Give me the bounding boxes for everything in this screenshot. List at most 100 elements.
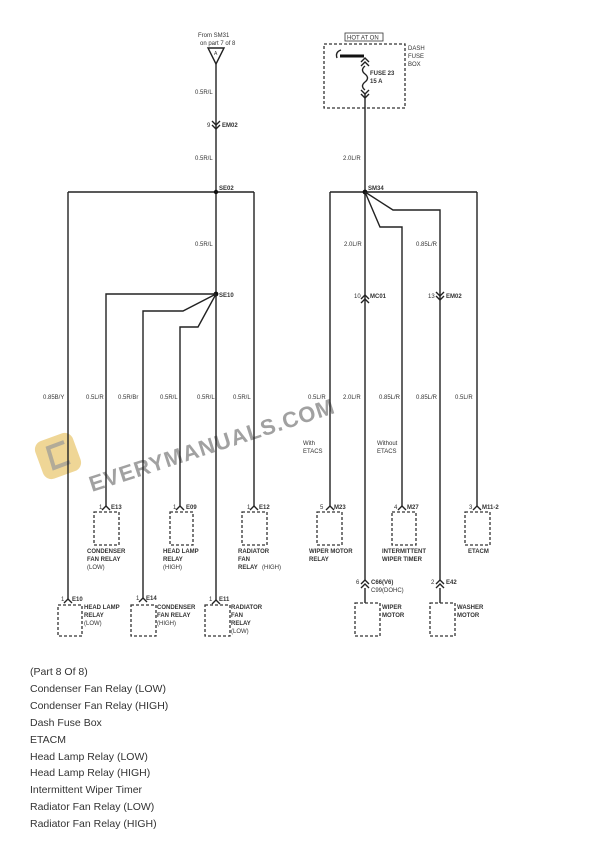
diagram-label: 0.85B/Y [43,395,64,401]
diagram-label: 2.0L/R [343,156,361,162]
wire [175,505,185,511]
hot-at-on-label: HOT AT ON [347,36,379,42]
diagram-label: WIPER [382,605,402,611]
splice-dot [213,189,219,195]
diagram-element [464,511,491,546]
diagram-label: 2 [431,580,435,586]
caption-list: (Part 8 Of 8) Condenser Fan Relay (LOW) … [30,664,168,833]
caption-item: Condenser Fan Relay (LOW) [30,682,166,695]
diagram-label: FUSE [408,54,424,60]
diagram-label: 1 [247,505,251,511]
wire [329,191,478,506]
diagram-element [391,511,417,546]
caption-item: ETACM [30,733,66,746]
diagram-label: 0.5R/L [160,395,178,401]
diagram-label: E14 [146,596,157,602]
right-circuit: HOT AT ON DASH FUSE BOX FUSE 23 15 A 2.0… [303,32,499,637]
diagram-label: CONDENSER [87,549,126,555]
diagram-label: HEAD LAMP [84,605,120,611]
diagram-element [204,604,231,637]
diagram-label: ETACS [377,449,397,455]
diagram-label: 15 A [370,79,383,85]
diagram-label: SE10 [219,293,234,299]
diagram-label: 10 [354,294,361,300]
connector-icon [435,291,445,301]
diagram-label: 0.5R/L [233,395,251,401]
diagram-label: FUSE 23 [370,71,395,77]
caption-item: Head Lamp Relay (HIGH) [30,767,151,780]
wire [325,505,335,511]
diagram-label: MC01 [370,294,387,300]
diagram-label: 9 [207,123,211,129]
diagram-label: WIPER MOTOR [309,549,353,555]
radiator-fan-relay-high: 1 E12 RADIATOR FAN RELAY (HIGH) [238,505,281,571]
diagram-label: 3 [469,505,473,511]
etacm: 3 M11-2 ETACM [464,505,499,555]
diagram-label: 1 [61,597,65,603]
diagram-label: 0.5L/R [455,395,473,401]
diagram-label: 6 [356,580,360,586]
wire [63,598,73,604]
wire [364,191,441,580]
wire [249,505,259,511]
diagram-element [241,511,268,546]
diagram-label: (LOW) [87,565,105,571]
connector-label: EM02 [222,123,238,129]
diagram-element [169,511,194,546]
diagram-label: RELAY [163,557,183,563]
diagram-label: 0.85L/R [379,395,401,401]
diagram-label: 2.0L/R [344,242,362,248]
watermark: EVERYMANUALS.COM [34,393,338,497]
connector-icon [360,294,370,304]
wiper-motor-relay: 5 M23 WIPER MOTOR RELAY [309,505,353,563]
diagram-label: 1 [209,597,213,603]
diagram-label: INTERMITTENT [382,549,426,555]
caption-item: Head Lamp Relay (LOW) [30,750,148,763]
diagram-label: RELAY [309,557,329,563]
diagram-label: 1 [173,505,177,511]
washer-motor: 2 E42 WASHER MOTOR [429,579,484,637]
diagram-label: RELAY [231,621,251,627]
left-circuit: From SM31 on part 7 of 8 A 0.5R/L 9 EM02… [43,33,281,637]
caption-item: Radiator Fan Relay (LOW) [30,801,155,814]
wire [435,579,445,589]
diagram-label: 0.5L/R [86,395,104,401]
diagram-label: 4 [394,505,398,511]
watermark-logo-mark [45,440,71,471]
diagram-label: RELAY [84,613,104,619]
diagram-label: FAN [231,613,243,619]
diagram-label: RADIATOR [231,605,263,611]
watermark-logo-icon [34,432,82,480]
diagram-label: E42 [446,580,457,586]
wire [335,49,342,59]
diagram-label: RADIATOR [238,549,270,555]
diagram-label: Without [377,441,398,447]
condenser-fan-relay-low: 1 E13 CONDENSER FAN RELAY (LOW) [87,505,126,571]
diagram-label: M23 [334,505,346,511]
diagram-label: 0.85L/R [416,395,438,401]
diagram-label: WASHER [457,605,484,611]
diagram-label: E10 [72,597,83,603]
diagram-label: (HIGH) [163,565,182,571]
head-lamp-relay-high: 1 E09 HEAD LAMP RELAY (HIGH) [163,505,199,571]
diagram-label: E13 [111,505,122,511]
diagram-label: 0.85L/R [416,242,438,248]
diagram-label: CONDENSER [157,605,196,611]
wire [138,597,148,603]
diagram-label: FAN RELAY [157,613,190,619]
diagram-label: 0.5R/Br [118,395,138,401]
diagram-label: ETACS [303,449,323,455]
source-label-2: on part 7 of 8 [200,41,236,47]
connector-icon [360,57,370,67]
diagram-label: SM34 [368,186,384,192]
diagram-label: (HIGH) [262,565,281,571]
radiator-fan-relay-low: 1 E11 RADIATOR FAN RELAY (LOW) [204,597,263,637]
diagram-label: E12 [259,505,270,511]
source-label: From SM31 [198,33,230,39]
wire [101,505,111,511]
diagram-label: 0.5R/L [195,156,213,162]
diagram-label: C99(DOHC) [371,588,404,594]
diagram-element [316,511,343,546]
diagram-element [57,604,83,637]
diagram-label: MOTOR [382,613,405,619]
